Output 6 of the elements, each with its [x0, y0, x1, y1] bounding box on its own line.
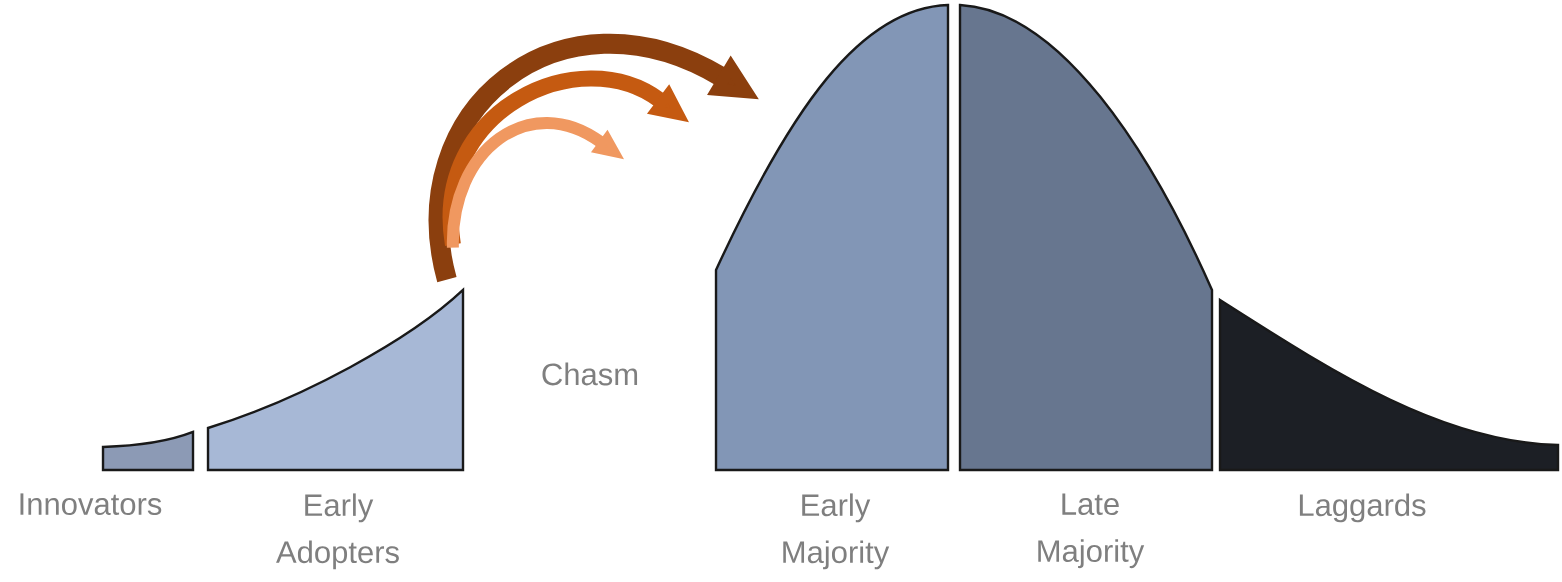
segment-label: Innovators — [20, 493, 162, 516]
gap-label: Chasm — [542, 362, 638, 386]
segment-label: Early Adopters — [276, 493, 399, 570]
segment-label: Early Majority — [783, 493, 890, 570]
segment-label: Late Majority — [1038, 493, 1145, 569]
segment-label: Laggards — [1299, 493, 1426, 523]
